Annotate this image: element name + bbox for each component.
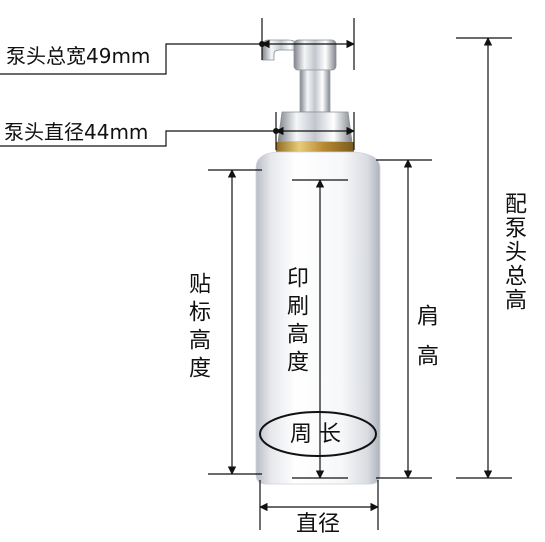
label-height-label: 贴标高度 bbox=[185, 272, 210, 384]
circumference-label: 周 长 bbox=[290, 422, 341, 447]
gold-ring bbox=[276, 142, 354, 152]
pump-width-dimension bbox=[0, 18, 355, 75]
shoulder-height-label: 肩高 bbox=[413, 304, 438, 384]
total-height-label: 配泵头总高 bbox=[501, 192, 526, 312]
pump-collar bbox=[277, 111, 353, 143]
pump-diameter-dimension bbox=[0, 112, 355, 150]
print-height-dimension bbox=[292, 179, 348, 479]
diameter-label: 直径 bbox=[296, 512, 341, 537]
shoulder-height-dimension bbox=[376, 159, 432, 479]
pump-diameter-label: 泵头直径44mm bbox=[4, 120, 149, 144]
label-height-dimension bbox=[208, 169, 262, 475]
print-height-label: 印刷高度 bbox=[283, 266, 308, 378]
diameter-dimension bbox=[259, 480, 379, 530]
circumference-ellipse bbox=[259, 411, 377, 457]
total-height-dimension bbox=[456, 37, 512, 479]
pump-total-width-label: 泵头总宽49mm bbox=[6, 44, 151, 68]
bottle bbox=[255, 39, 381, 485]
pump-stem bbox=[299, 69, 331, 113]
